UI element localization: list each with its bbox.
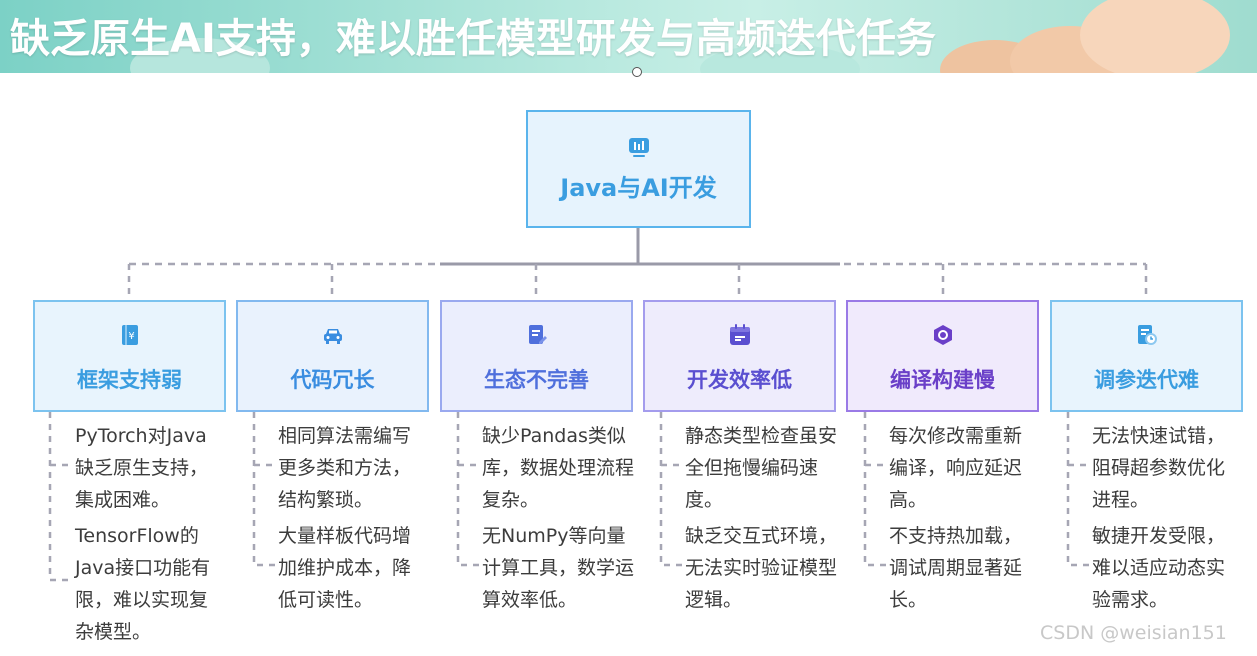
desc-bracket [252, 412, 276, 567]
branch-desc-ecosystem: 缺少Pandas类似库，数据处理流程复杂。 无NumPy等向量计算工具，数学运算… [482, 420, 640, 620]
car-icon [238, 324, 427, 346]
document-clock-icon [1052, 324, 1241, 346]
branch-card-efficiency[interactable]: 开发效率低 [643, 300, 836, 412]
title-banner: 缺乏原生AI支持，难以胜任模型研发与高频迭代任务 [0, 0, 1257, 73]
desc-item: 不支持热加载，调试周期显著延长。 [889, 525, 1023, 611]
desc-bracket [863, 412, 887, 567]
desc-item: 相同算法需编写更多类和方法，结构繁琐。 [278, 425, 412, 511]
selection-handle[interactable] [632, 67, 642, 77]
desc-bracket [456, 412, 480, 567]
branch-desc-verbose-code: 相同算法需编写更多类和方法，结构繁琐。 大量样板代码增加维护成本，降低可读性。 [278, 420, 428, 620]
branch-title: 开发效率低 [687, 368, 792, 392]
desc-item: 敏捷开发受限，难以适应动态实验需求。 [1092, 525, 1226, 611]
branch-desc-framework: PyTorch对Java缺乏原生支持，集成困难。 TensorFlow的Java… [75, 420, 225, 652]
branch-title: 调参迭代难 [1094, 368, 1199, 392]
watermark: CSDN @weisian151 [1040, 622, 1227, 644]
desc-item: 无法快速试错，阻碍超参数优化进程。 [1092, 425, 1226, 511]
page-title: 缺乏原生AI支持，难以胜任模型研发与高频迭代任务 [10, 16, 936, 62]
branch-title: 框架支持弱 [77, 368, 182, 392]
banner-cloud-decoration [1080, 0, 1230, 73]
calendar-icon [645, 324, 834, 346]
desc-item: TensorFlow的Java接口功能有限，难以实现复杂模型。 [75, 525, 211, 643]
root-node[interactable]: Java与AI开发 [526, 110, 751, 228]
desc-item: 缺乏交互式环境，无法实时验证模型逻辑。 [685, 525, 838, 611]
branch-card-compile[interactable]: 编译构建慢 [846, 300, 1039, 412]
branch-title: 生态不完善 [484, 368, 589, 392]
desc-item: PyTorch对Java缺乏原生支持，集成困难。 [75, 425, 209, 511]
branch-desc-compile: 每次修改需重新编译，响应延迟高。 不支持热加载，调试周期显著延长。 [889, 420, 1039, 620]
edit-document-icon [442, 324, 631, 346]
branch-desc-efficiency: 静态类型检查虽安全但拖慢编码速度。 缺乏交互式环境，无法实时验证模型逻辑。 [685, 420, 843, 620]
branch-card-verbose-code[interactable]: 代码冗长 [236, 300, 429, 412]
hexagon-target-icon [848, 324, 1037, 346]
branch-desc-tuning: 无法快速试错，阻碍超参数优化进程。 敏捷开发受限，难以适应动态实验需求。 [1092, 420, 1242, 620]
branch-card-ecosystem[interactable]: 生态不完善 [440, 300, 633, 412]
bar-chart-icon [528, 136, 749, 158]
desc-bracket [1066, 412, 1090, 567]
desc-item: 缺少Pandas类似库，数据处理流程复杂。 [482, 425, 635, 511]
branch-card-tuning[interactable]: 调参迭代难 [1050, 300, 1243, 412]
branch-card-framework[interactable]: ¥ 框架支持弱 [33, 300, 226, 412]
desc-item: 无NumPy等向量计算工具，数学运算效率低。 [482, 525, 635, 611]
desc-item: 每次修改需重新编译，响应延迟高。 [889, 425, 1023, 511]
branch-title: 代码冗长 [290, 368, 375, 392]
desc-item: 静态类型检查虽安全但拖慢编码速度。 [685, 425, 838, 511]
desc-item: 大量样板代码增加维护成本，降低可读性。 [278, 525, 412, 611]
document-yen-icon: ¥ [35, 324, 224, 346]
svg-text:¥: ¥ [128, 331, 134, 342]
root-label: Java与AI开发 [560, 174, 717, 202]
branch-title: 编译构建慢 [890, 368, 995, 392]
desc-bracket [48, 412, 74, 582]
desc-bracket [659, 412, 683, 567]
